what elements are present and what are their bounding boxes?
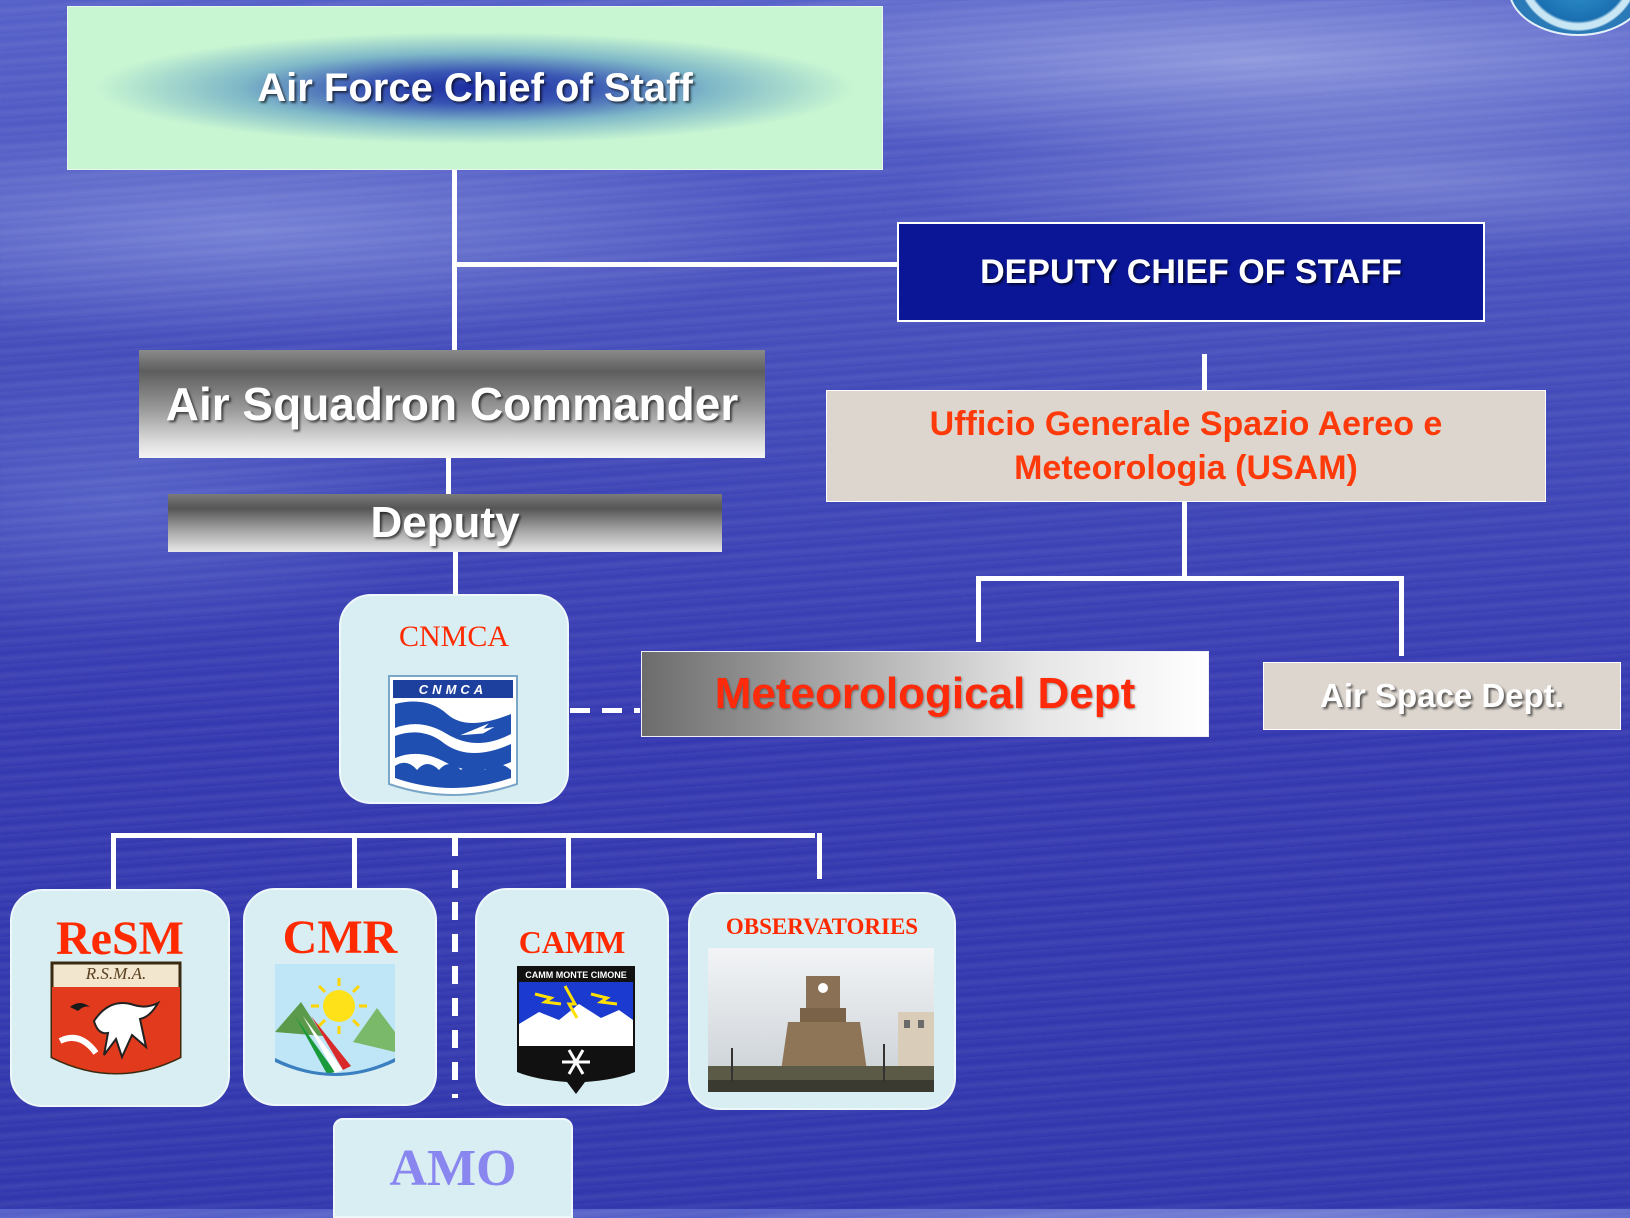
chief-of-staff-label: Air Force Chief of Staff <box>257 65 693 110</box>
connector-obs <box>817 833 822 879</box>
connector-deputy-cnmca <box>453 552 458 594</box>
deputy-label: Deputy <box>370 498 520 547</box>
connector-branch-met <box>976 576 981 642</box>
connector-usam-down <box>1182 502 1187 578</box>
cnmca-card: CNMCA CNMCA <box>339 594 569 804</box>
deputy-box: Deputy <box>168 494 722 552</box>
snowflake-lightning-emblem-icon: CAMM MONTE CIMONE <box>517 966 635 1094</box>
camm-emblem-text: CAMM MONTE CIMONE <box>525 970 627 980</box>
air-space-dept-box: Air Space Dept. <box>1263 662 1621 730</box>
air-squadron-commander-label: Air Squadron Commander <box>165 378 739 430</box>
resm-title: ReSM <box>56 912 184 965</box>
connector-resm <box>111 833 116 889</box>
deputy-chief-of-staff-label: DEPUTY CHIEF OF STAFF <box>980 252 1402 291</box>
connector-cnmca-met-dashed <box>570 708 640 713</box>
observatories-title: OBSERVATORIES <box>725 914 919 939</box>
observatories-card: OBSERVATORIES <box>688 892 956 1110</box>
air-force-seal-icon <box>1508 0 1630 36</box>
amo-box: AMO <box>333 1118 573 1218</box>
deputy-chief-of-staff-box: DEPUTY CHIEF OF STAFF <box>897 222 1485 322</box>
cmr-title: CMR <box>282 911 398 964</box>
chief-of-staff-box: Air Force Chief of Staff <box>67 6 883 170</box>
camm-title: CAMM <box>518 924 626 960</box>
amo-label: AMO <box>389 1139 517 1197</box>
weather-waves-emblem-icon: CNMCA <box>388 675 518 796</box>
connector-chief-down <box>452 170 457 350</box>
connector-units-bar <box>111 833 815 838</box>
resm-emblem-text: R.S.M.A. <box>85 964 146 983</box>
air-space-dept-label: Air Space Dept. <box>1320 677 1564 714</box>
connector-cmr <box>352 833 357 888</box>
meteorological-dept-box: Meteorological Dept <box>641 651 1209 737</box>
tower-photo-icon <box>708 948 934 1092</box>
connector-squadron-deputy <box>446 458 451 494</box>
connector-branch-airspace <box>1399 576 1404 656</box>
connector-amo-dashed <box>452 838 458 1098</box>
connector-camm <box>566 833 571 888</box>
resm-card: ReSM R.S.M.A. <box>10 889 230 1107</box>
usam-label-line2: Meteorologia (USAM) <box>1014 449 1358 487</box>
cnmca-emblem-text: CNMCA <box>419 682 487 697</box>
cnmca-title: CNMCA <box>398 620 510 653</box>
meteorological-dept-label: Meteorological Dept <box>714 669 1136 718</box>
horse-crest-emblem-icon: R.S.M.A. <box>50 961 182 1075</box>
connector-usam-branch <box>976 576 1403 581</box>
cmr-card: CMR <box>243 888 437 1106</box>
air-squadron-commander-box: Air Squadron Commander <box>139 350 765 458</box>
connector-to-deputy-chief <box>452 262 897 267</box>
usam-label-line1: Ufficio Generale Spazio Aereo e <box>929 405 1443 443</box>
usam-box: Ufficio Generale Spazio Aereo e Meteorol… <box>826 390 1546 502</box>
sun-mountain-emblem-icon <box>275 964 395 1076</box>
camm-card: CAMM CAMM MONTE CIMONE <box>475 888 669 1106</box>
connector-deputychief-usam <box>1202 354 1207 390</box>
